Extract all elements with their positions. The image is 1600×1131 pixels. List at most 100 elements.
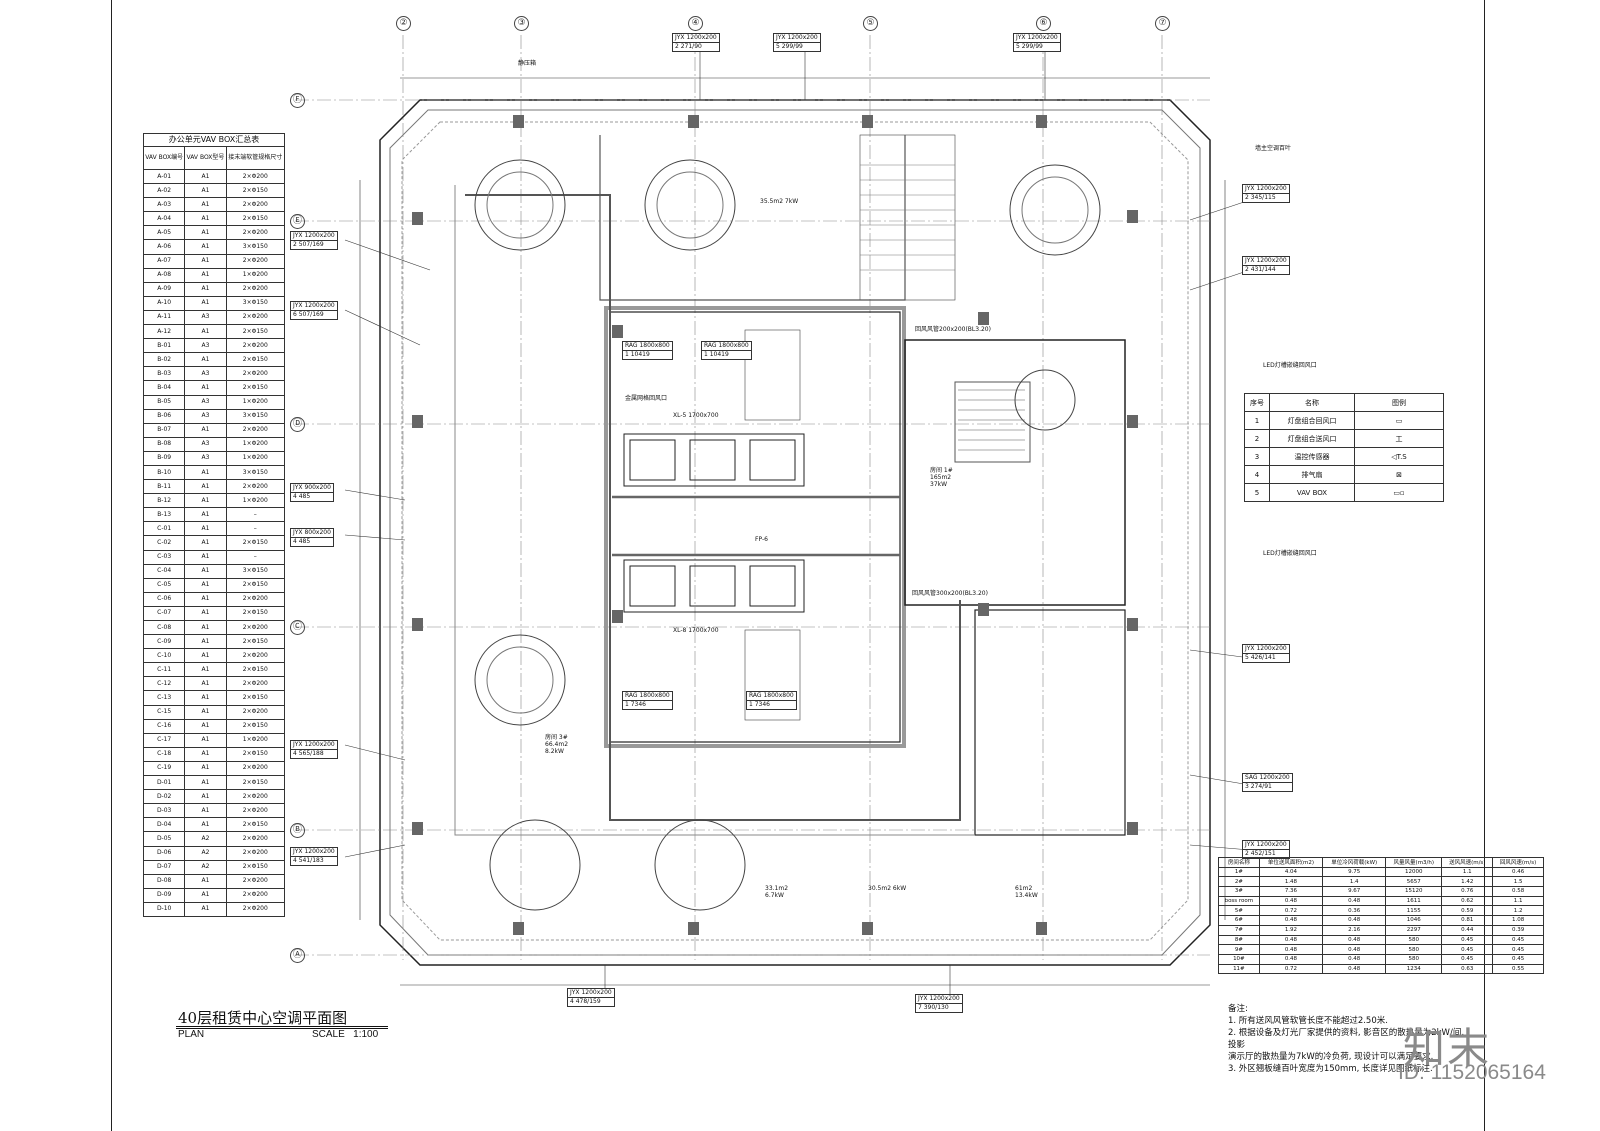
vav-cell: A1 — [184, 267, 227, 283]
legend-header: 序号 — [1244, 393, 1270, 412]
grid-col-5: ⑤ — [863, 16, 878, 31]
legend-cell: 温控传感器 — [1269, 447, 1355, 466]
air-volume-cell: 0.48 — [1322, 963, 1387, 975]
vav-cell: 2×Φ200 — [225, 281, 286, 297]
vav-cell: A1 — [184, 901, 227, 917]
air-volume-cell: 0.45 — [1441, 953, 1494, 965]
air-volume-cell: 1234 — [1385, 963, 1443, 975]
metal-grille-label: 金属网格回风口 — [625, 395, 668, 402]
vav-cell: A3 — [184, 338, 227, 354]
vav-header-hose: 接末端软管规格尺寸 — [225, 146, 286, 170]
vav-cell: 2×Φ200 — [225, 422, 286, 438]
air-volume-cell: 0.76 — [1441, 886, 1494, 897]
vav-cell: A-03 — [142, 197, 186, 213]
led-return-label: LED灯槽嵌缝回风口 — [1263, 550, 1317, 557]
vav-cell: 2×Φ150 — [225, 605, 286, 622]
vav-cell: C-04 — [142, 563, 186, 579]
drawing-title: 40层租赁中心空调平面图 — [178, 1009, 348, 1027]
vav-cell: D-01 — [142, 775, 186, 791]
vav-cell: C-08 — [142, 619, 186, 636]
air-volume-cell: 7.36 — [1258, 886, 1324, 897]
vav-cell: 2×Φ200 — [225, 760, 286, 777]
note-line: 2. 根据设备及灯光厂家提供的资料, 影音区的散热量为2kW/间,投影 — [1228, 1028, 1465, 1050]
plan-label: PLAN — [178, 1029, 205, 1040]
air-volume-header-cell: 单位冷风荷载(kW) — [1322, 857, 1387, 868]
air-volume-cell: 0.45 — [1492, 944, 1544, 955]
air-volume-cell: 0.45 — [1441, 934, 1494, 946]
vav-cell: 2×Φ200 — [225, 619, 286, 636]
room-label: 61m2 13.4kW — [1015, 885, 1038, 899]
vav-cell: 2×Φ150 — [225, 662, 286, 678]
vav-cell: B-04 — [142, 380, 186, 396]
vav-cell: A1 — [184, 281, 227, 297]
pressure-box-label: 静压箱 — [518, 60, 537, 67]
scale-label: SCALE 1:100 — [312, 1029, 379, 1040]
title-underline — [176, 1028, 388, 1029]
vav-cell: 2×Φ150 — [225, 859, 286, 875]
vav-cell: A1 — [184, 718, 227, 734]
air-volume-cell: 0.63 — [1441, 963, 1494, 975]
vav-cell: 2×Φ150 — [225, 211, 286, 227]
air-volume-cell: 580 — [1385, 953, 1443, 965]
vav-cell: 2×Φ150 — [225, 746, 286, 762]
vav-cell: C-05 — [142, 577, 186, 593]
vav-cell: A1 — [184, 760, 227, 777]
room-label: 房间 3# 66.4m2 8.2kW — [545, 734, 569, 755]
grid-col-4: ④ — [688, 16, 703, 31]
air-volume-cell: 2.16 — [1322, 924, 1387, 936]
vav-cell: 2×Φ200 — [225, 831, 286, 847]
watermark-id: ID: 1152065164 — [1398, 1061, 1546, 1084]
air-volume-cell: 1.42 — [1441, 876, 1494, 888]
notes-label: 备注: — [1228, 1004, 1248, 1014]
vav-cell: B-09 — [142, 450, 186, 466]
air-volume-cell: boss room — [1218, 895, 1260, 907]
air-volume-header-cell: 风量风量(m3/h) — [1385, 857, 1443, 868]
air-volume-cell: 0.48 — [1258, 934, 1324, 946]
vav-cell: D-08 — [142, 873, 186, 889]
vav-cell: B-05 — [142, 394, 186, 410]
note-line: 3. 外区翘板缝百叶宽度为150mm, 长度详见图纸标注. — [1228, 1064, 1433, 1074]
air-volume-cell: 0.45 — [1492, 934, 1544, 946]
vav-cell: 2×Φ200 — [225, 253, 286, 269]
air-volume-cell: 1.1 — [1492, 895, 1544, 907]
legend-cell: 灯盘组合回风口 — [1269, 411, 1355, 430]
vav-cell: A3 — [184, 366, 227, 382]
air-volume-cell: 580 — [1385, 934, 1443, 946]
room-label: 35.5m2 7kW — [760, 198, 799, 205]
grid-col-2: ② — [396, 16, 411, 31]
vav-cell: 2×Φ200 — [225, 225, 286, 241]
grid-col-6: ⑥ — [1036, 16, 1051, 31]
vav-cell: 2×Φ200 — [225, 197, 286, 213]
air-volume-cell: 0.48 — [1322, 944, 1387, 955]
vav-cell: B-13 — [142, 507, 186, 523]
vav-cell: A1 — [184, 422, 227, 438]
grid-col-7: ⑦ — [1155, 16, 1170, 31]
vav-cell: C-10 — [142, 648, 186, 664]
air-volume-table: 房间名称单位送风面积(m2)单位冷风荷载(kW)风量风量(m3/h)送风风速(m… — [1218, 857, 1544, 975]
vav-cell: A-04 — [142, 211, 186, 227]
air-volume-cell: 0.36 — [1322, 905, 1387, 917]
